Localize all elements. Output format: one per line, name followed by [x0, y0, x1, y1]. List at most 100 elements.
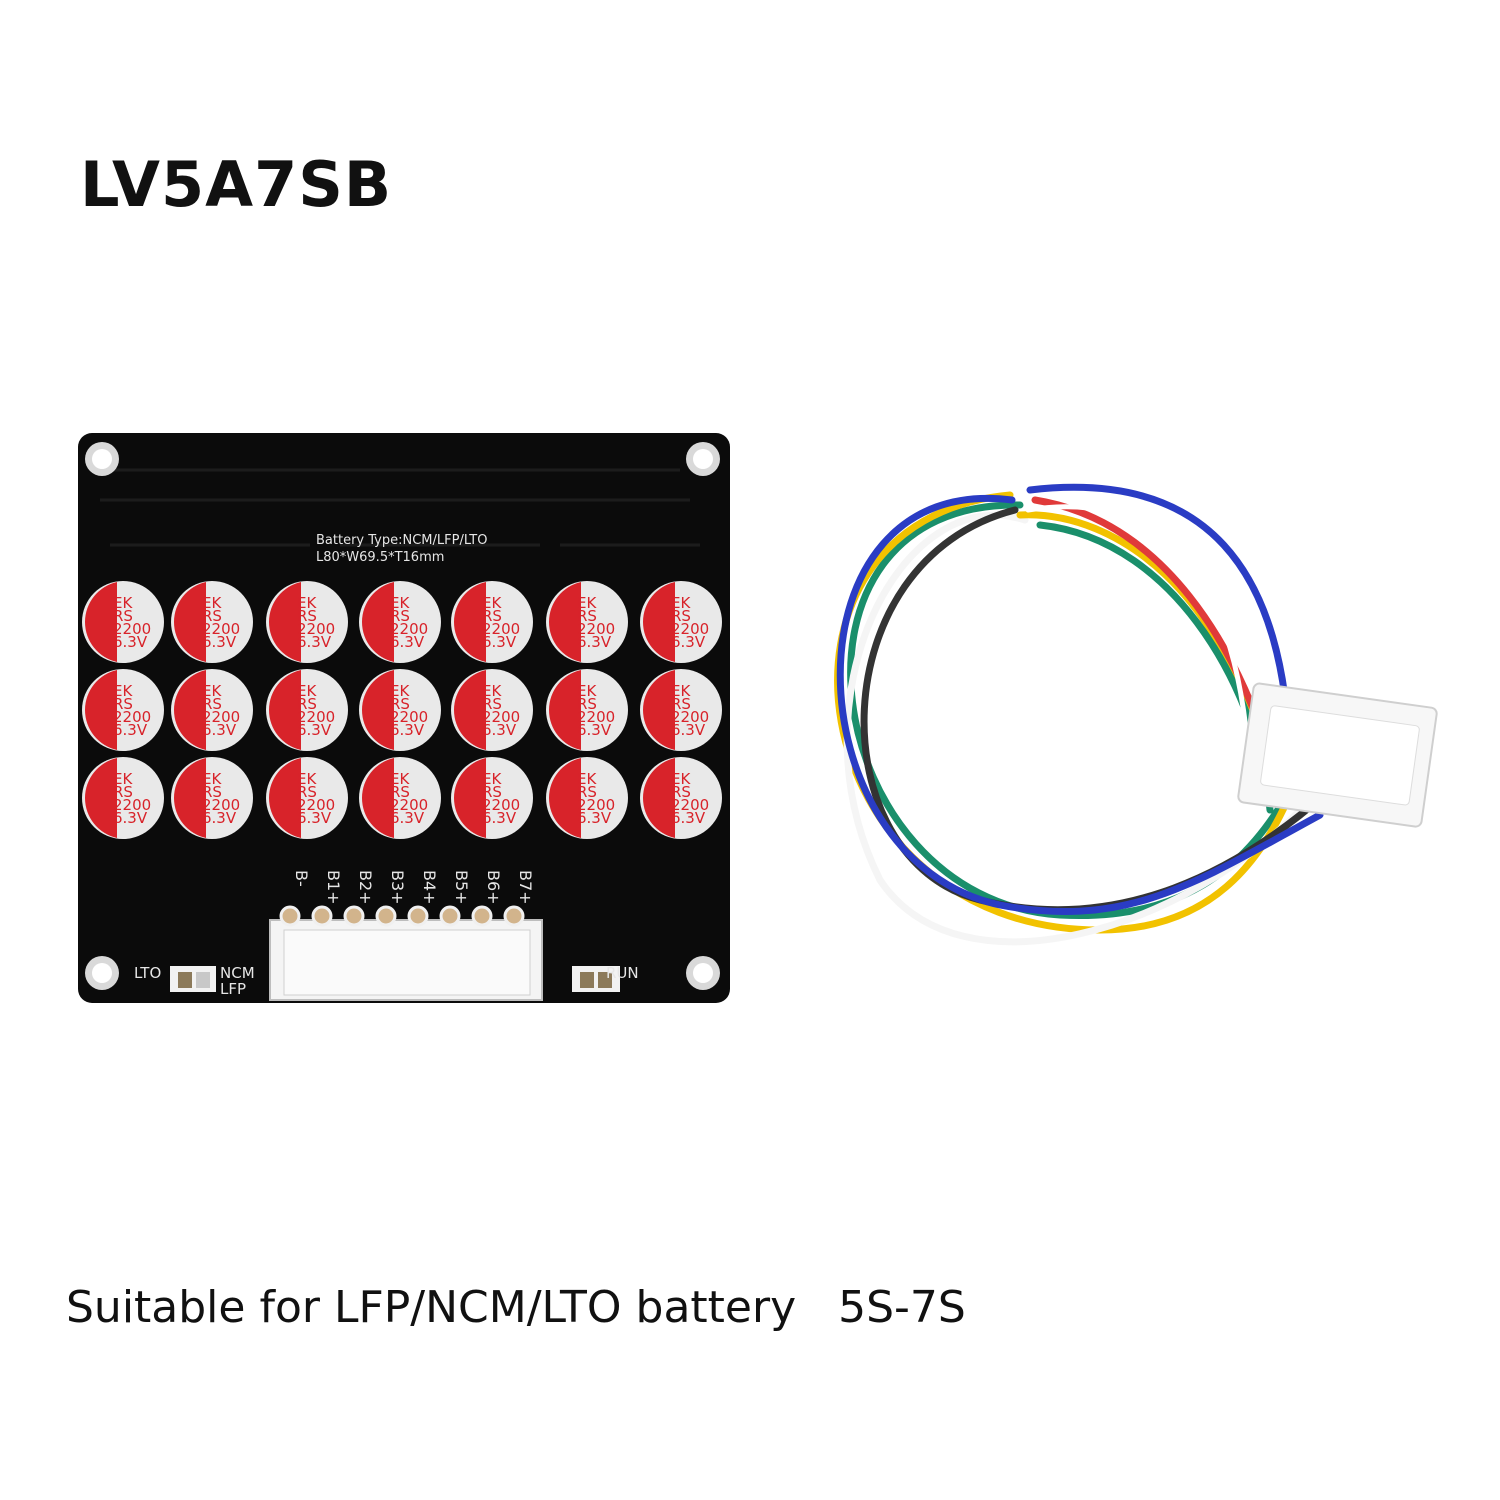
capacitor-marking: RS [671, 607, 691, 625]
jumper-label-ncm: NCM [220, 964, 255, 982]
capacitor-marking: RS [113, 607, 133, 625]
capacitor-marking: EK [577, 770, 597, 788]
jumper-label-lto: LTO [134, 964, 161, 982]
capacitor-marking: 6.3V [113, 721, 148, 739]
pin-pad [439, 905, 461, 927]
capacitor-marking: EK [671, 770, 691, 788]
capacitor-marking: EK [577, 682, 597, 700]
capacitor-marking: 2200 [202, 708, 240, 726]
capacitor-marking: 6.3V [202, 633, 237, 651]
capacitor-marking: 2200 [390, 796, 428, 814]
capacitor-marking: 2200 [297, 620, 335, 638]
capacitor-marking: RS [482, 783, 502, 801]
capacitor-marking: EK [113, 594, 133, 612]
capacitor-marking: 6.3V [671, 721, 706, 739]
capacitor-marking: EK [202, 682, 222, 700]
capacitor-marking: 2200 [113, 708, 151, 726]
capacitor-marking: EK [202, 594, 222, 612]
capacitor-marking: 6.3V [482, 809, 517, 827]
capacitor-marking: 6.3V [390, 721, 425, 739]
capacitor-marking: EK [113, 682, 133, 700]
capacitor-marking: 6.3V [113, 633, 148, 651]
capacitor-marking: EK [297, 594, 317, 612]
balancer-board: Battery Type:NCM/LFP/LTO L80*W69.5*T16mm… [78, 433, 730, 1003]
capacitor-marking: RS [577, 783, 597, 801]
capacitor-marking: 6.3V [577, 721, 612, 739]
capacitor-marking: EK [202, 770, 222, 788]
capacitor-marking: 6.3V [202, 809, 237, 827]
capacitor-marking: EK [390, 594, 410, 612]
pin-label: B1+ [324, 870, 343, 905]
pin-label: B5+ [452, 870, 471, 905]
capacitor-marking: RS [202, 607, 222, 625]
pin-pad [343, 905, 365, 927]
pin-label: B6+ [484, 870, 503, 905]
capacitor-marking: 2200 [577, 796, 615, 814]
capacitor-marking: EK [390, 770, 410, 788]
jumper-battery-select: LTO NCM LFP [134, 964, 255, 998]
pin-pads [279, 905, 525, 927]
capacitor-marking: 6.3V [577, 633, 612, 651]
pin-label: B3+ [388, 870, 407, 905]
capacitor-marking: 2200 [482, 620, 520, 638]
capacitor-marking: 2200 [390, 620, 428, 638]
pin-pad [471, 905, 493, 927]
caption-cell-range: 5S-7S [838, 1282, 966, 1333]
capacitor-marking: RS [482, 695, 502, 713]
capacitor-marking: RS [202, 695, 222, 713]
capacitor-marking: 2200 [482, 708, 520, 726]
capacitor-marking: EK [671, 594, 691, 612]
capacitor-marking: 6.3V [482, 721, 517, 739]
capacitor-marking: EK [482, 770, 502, 788]
harness-connector [1237, 682, 1438, 828]
capacitor-marking: 6.3V [202, 721, 237, 739]
pin-pad [311, 905, 333, 927]
capacitor-marking: 2200 [113, 796, 151, 814]
capacitor-marking: 2200 [297, 796, 335, 814]
capacitor-marking: 6.3V [297, 633, 332, 651]
board-connector [269, 919, 543, 1001]
capacitor-marking: 6.3V [113, 809, 148, 827]
silkscreen-battery-type: Battery Type:NCM/LFP/LTO [316, 533, 487, 548]
silkscreen-dimensions: L80*W69.5*T16mm [316, 550, 444, 565]
capacitor-marking: EK [482, 682, 502, 700]
jumper-label-lfp: LFP [220, 980, 246, 998]
pin-pad [407, 905, 429, 927]
product-title: LV5A7SB [80, 148, 393, 221]
jumper-label-run: RUN [606, 964, 639, 982]
caption-text: Suitable for LFP/NCM/LTO battery [66, 1282, 797, 1333]
mounting-holes [85, 442, 720, 990]
capacitor-marking: 6.3V [297, 809, 332, 827]
capacitor-marking: RS [577, 695, 597, 713]
capacitor-marking: 6.3V [297, 721, 332, 739]
capacitor-marking: RS [297, 783, 317, 801]
capacitor-marking: RS [202, 783, 222, 801]
pin-label: B- [292, 870, 311, 887]
capacitor-marking: 6.3V [390, 809, 425, 827]
capacitor-marking: RS [113, 695, 133, 713]
capacitor-marking: 2200 [202, 620, 240, 638]
capacitor-marking: 2200 [577, 620, 615, 638]
capacitor-marking: 2200 [482, 796, 520, 814]
capacitor-marking: RS [297, 695, 317, 713]
capacitor-marking: EK [297, 770, 317, 788]
capacitor-marking: RS [577, 607, 597, 625]
capacitor-marking: 6.3V [390, 633, 425, 651]
capacitor-marking: 6.3V [671, 809, 706, 827]
capacitor-marking: EK [390, 682, 410, 700]
pin-pad [375, 905, 397, 927]
